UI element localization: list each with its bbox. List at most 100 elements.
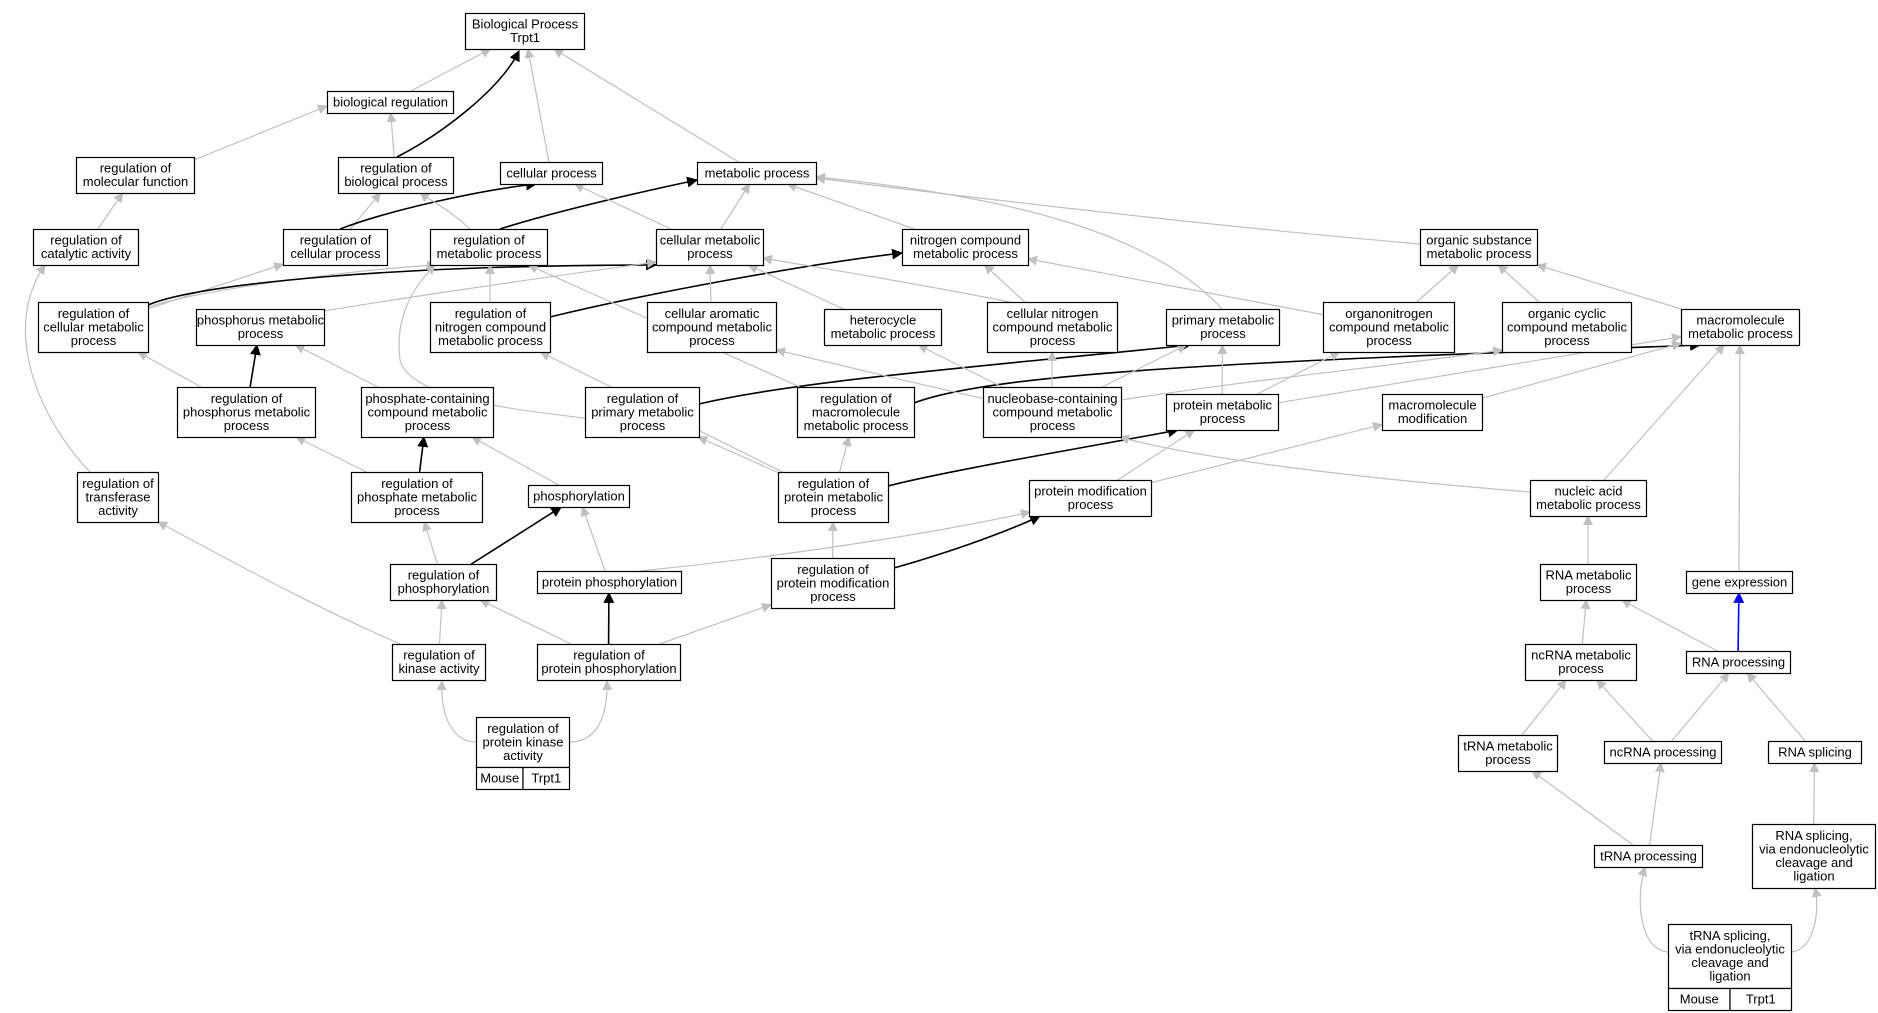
edge-trna-processing-to-trna-metabolic-process bbox=[1531, 770, 1634, 846]
go-term-box bbox=[1767, 740, 1863, 765]
go-term-label: regulation of bbox=[50, 233, 122, 248]
go-term-rna-processing[interactable]: RNA processing bbox=[1685, 650, 1792, 675]
go-term-label: regulation of bbox=[360, 161, 432, 176]
go-term-label: process bbox=[224, 418, 270, 433]
go-term-label: protein metabolic bbox=[1173, 398, 1272, 413]
go-term-trna-splicing-via-endonucleolytic[interactable]: tRNA splicing,via endonucleolyticcleavag… bbox=[1667, 923, 1793, 1012]
go-term-protein-phosphorylation[interactable]: protein phosphorylation bbox=[536, 570, 683, 595]
edge-regulation-of-protein-phosphorylation-to-regulation-of-protein-modification-process bbox=[659, 602, 772, 645]
edge-nucleobase-containing-compound-metabolic-process-to-primary-metabolic-process bbox=[1101, 344, 1188, 388]
go-term-label: process bbox=[405, 418, 451, 433]
edge-regulation-of-protein-phosphorylation-to-regulation-of-phosphorylation bbox=[479, 599, 572, 645]
go-term-label: transferase bbox=[85, 489, 150, 504]
go-term-box bbox=[1593, 844, 1704, 869]
go-term-label: phosphate metabolic bbox=[357, 489, 477, 504]
edge-nucleobase-containing-compound-metabolic-process-to-cellular-aromatic-compound-metabolic-process bbox=[775, 347, 991, 401]
go-term-label: RNA processing bbox=[1692, 654, 1785, 669]
edge-cellular-nitrogen-compound-metabolic-process-to-nitrogen-compound-metabolic-process bbox=[983, 264, 1026, 303]
go-term-label: process bbox=[238, 326, 284, 341]
edge-regulation-of-catalytic-activity-to-regulation-of-molecular-function bbox=[97, 192, 124, 230]
go-term-label: molecular function bbox=[83, 174, 189, 189]
go-term-trna-processing[interactable]: tRNA processing bbox=[1593, 844, 1704, 869]
go-term-label: activity bbox=[98, 503, 138, 518]
go-term-label: ncRNA metabolic bbox=[1531, 648, 1631, 663]
go-term-label: nitrogen compound bbox=[435, 319, 546, 334]
go-term-label: metabolic process bbox=[831, 326, 936, 341]
annotation-cell-label: Trpt1 bbox=[1746, 992, 1776, 1007]
go-term-label: cellular nitrogen bbox=[1007, 306, 1099, 321]
go-term-label: macromolecule bbox=[812, 404, 900, 419]
go-term-label: cleavage and bbox=[1775, 855, 1852, 870]
go-term-rna-splicing[interactable]: RNA splicing bbox=[1767, 740, 1863, 765]
go-term-label: process bbox=[687, 246, 733, 261]
go-term-box bbox=[696, 161, 818, 186]
go-term-label: compound metabolic bbox=[652, 319, 772, 334]
go-term-phosphorylation[interactable]: phosphorylation bbox=[527, 484, 631, 509]
edge-metabolic-process-to-bp bbox=[553, 48, 739, 163]
go-term-gene-expression[interactable]: gene expression bbox=[1685, 570, 1794, 595]
go-term-box bbox=[584, 386, 701, 439]
edge-ncrna-metabolic-process-to-rna-metabolic-process bbox=[1580, 599, 1591, 645]
go-term-box bbox=[1322, 301, 1456, 354]
go-term-label: regulation of bbox=[403, 648, 475, 663]
annotation-cell-label: Mouse bbox=[480, 771, 519, 786]
annotation-cell-mouse: Mouse bbox=[1667, 987, 1731, 1012]
go-term-box bbox=[195, 308, 326, 347]
go-term-ncrna-processing[interactable]: ncRNA processing bbox=[1603, 740, 1723, 765]
go-term-label: cleavage and bbox=[1691, 955, 1768, 970]
go-term-metabolic-process[interactable]: metabolic process bbox=[696, 161, 818, 186]
go-term-cellular-process[interactable]: cellular process bbox=[499, 161, 604, 186]
go-term-rna-splicing-via-endonucleolytic[interactable]: RNA splicing,via endonucleolyticcleavage… bbox=[1751, 823, 1877, 890]
go-term-label: metabolic process bbox=[1536, 497, 1641, 512]
edge-rna-processing-to-rna-metabolic-process bbox=[1620, 599, 1718, 652]
edge-protein-phosphorylation-to-phosphorylation bbox=[580, 506, 606, 572]
go-term-label: primary metabolic bbox=[591, 404, 694, 419]
edge-ncrna-processing-to-ncrna-metabolic-process bbox=[1596, 679, 1653, 742]
edge-regulation-of-transferase-activity-to-regulation-of-catalytic-activity bbox=[24, 264, 91, 473]
go-term-label: process bbox=[620, 418, 666, 433]
go-term-label: process bbox=[1200, 326, 1246, 341]
go-term-biological-regulation[interactable]: biological regulation bbox=[326, 90, 455, 115]
edge-cellular-metabolic-process-to-cellular-process bbox=[573, 183, 672, 230]
